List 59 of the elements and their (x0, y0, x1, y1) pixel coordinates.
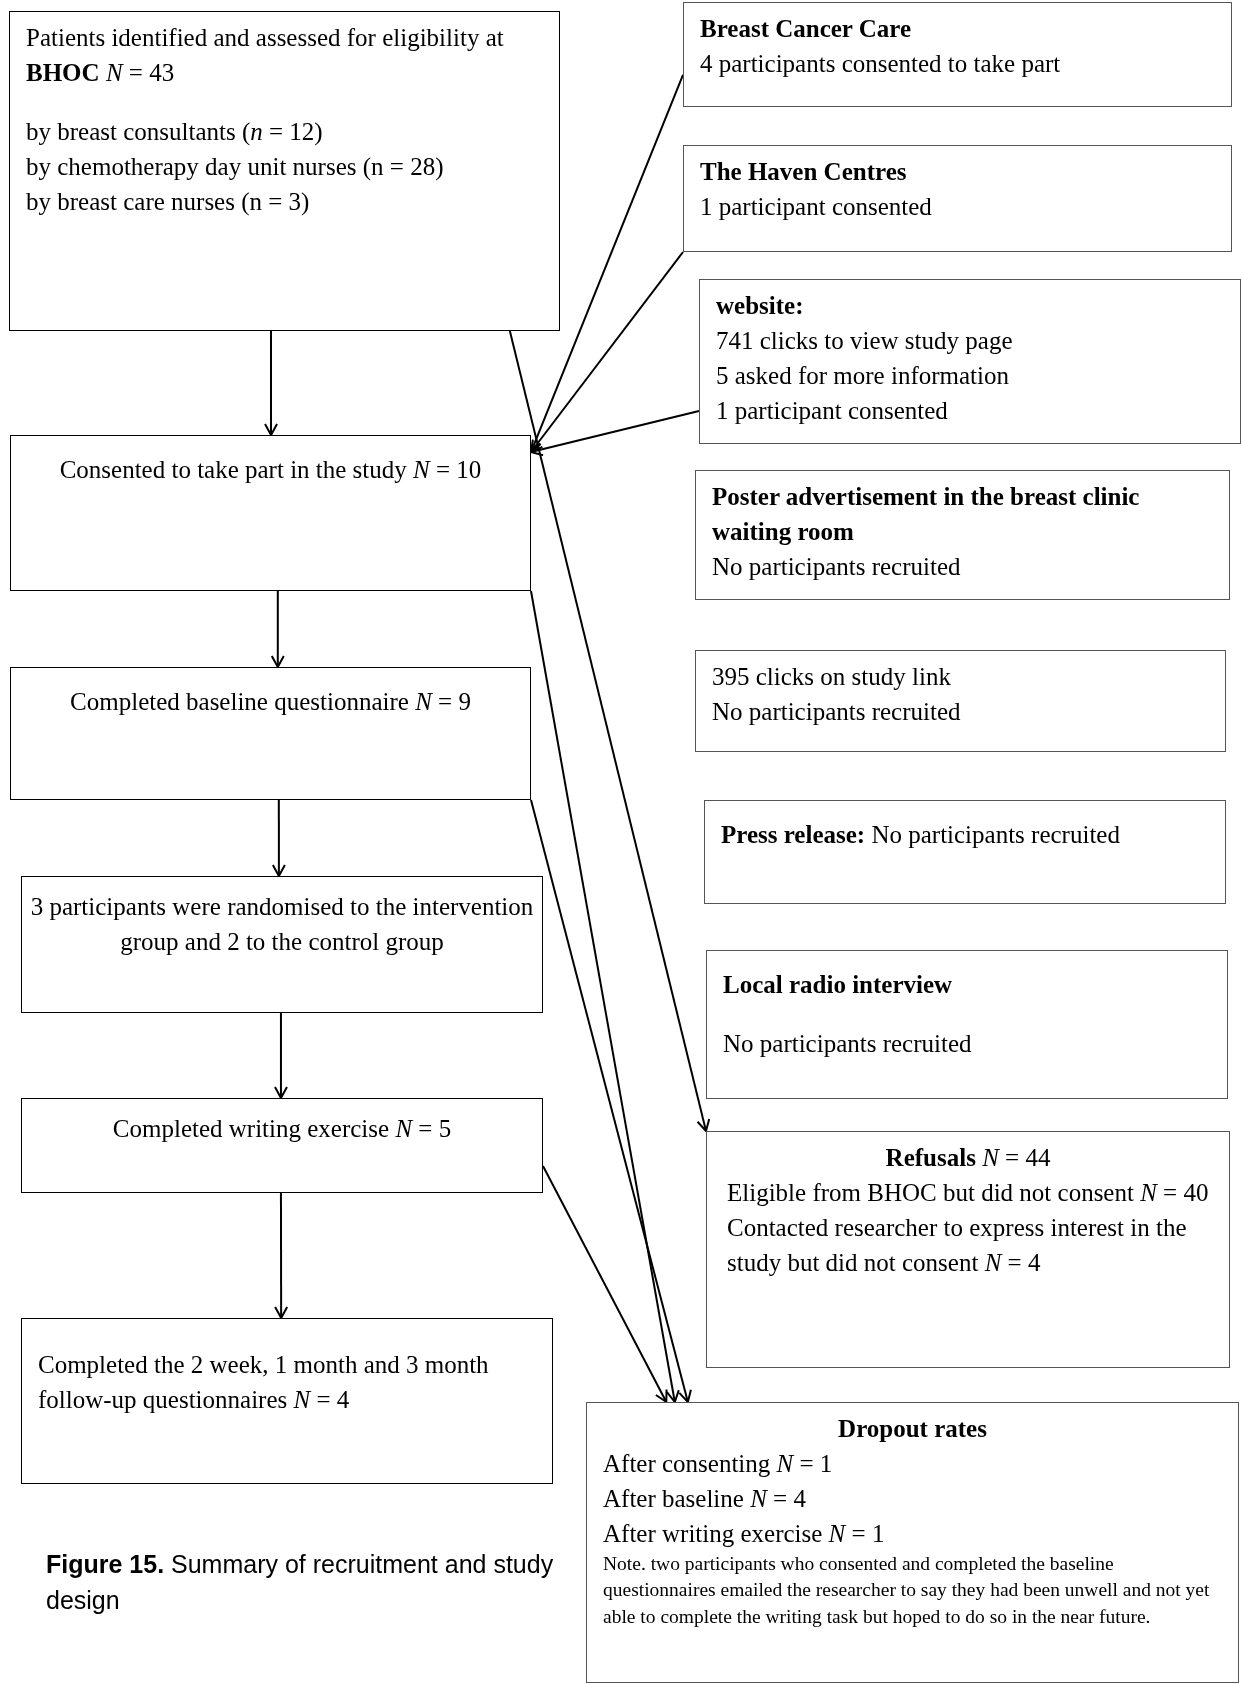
box-heading: Breast Cancer Care (700, 14, 913, 44)
source-box (683, 145, 1232, 252)
box-text: After baseline N = 4 (603, 1484, 807, 1514)
box-text: Completed baseline questionnaire N = 9 (69, 687, 472, 717)
box-heading: Local radio interview (723, 970, 954, 1000)
box-text: Note. two participants who consented and completed the baseline questionnaires emailed the researcher to say they had been unwell and not yet able to complete the writing task but hoped to do so in the near future. (603, 1552, 1211, 1629)
box-heading: 395 clicks on study link (712, 662, 952, 692)
source-box (706, 950, 1228, 1099)
arrow (508, 330, 711, 1132)
box-text: 4 participants consented to take part (700, 49, 1062, 79)
box-text: by breast care nurses (n = 3) (26, 187, 311, 218)
box-heading: Refusals N = 44 (884, 1143, 1052, 1173)
source-box (683, 2, 1232, 107)
process-box (21, 1318, 553, 1484)
arrow (542, 1165, 668, 1403)
arrow (264, 330, 278, 436)
box-text: No participants recruited (712, 552, 962, 582)
outcome-box (706, 1131, 1230, 1368)
process-box (21, 1098, 543, 1193)
arrow (530, 410, 700, 457)
box-text: Press release: No participants recruited (721, 820, 1121, 850)
box-text: 3 participants were randomised to the intervention group and 2 to the control group (30, 892, 534, 957)
box-text: After consenting N = 1 (603, 1449, 834, 1479)
box-text: After writing exercise N = 1 (603, 1519, 886, 1549)
box-text: 741 clicks to view study page (716, 326, 1014, 356)
source-box (695, 650, 1226, 752)
box-text: 5 asked for more information (716, 361, 1010, 391)
process-box (10, 667, 531, 800)
arrow (273, 1012, 288, 1099)
box-heading: website: (716, 291, 805, 321)
arrow (530, 590, 680, 1403)
box-text: Completed writing exercise N = 5 (111, 1114, 453, 1144)
box-text: No participants recruited (712, 697, 962, 727)
box-heading: The Haven Centres (700, 157, 908, 187)
process-box (10, 435, 531, 591)
box-text: by breast consultants (n = 12) (26, 117, 324, 148)
process-box (9, 11, 560, 331)
box-text: Consented to take part in the study N = 10 (58, 455, 483, 485)
box-text: 1 participant consented (716, 396, 949, 426)
box-heading: Patients identified and assessed for eligibility at BHOC N = 43 (26, 23, 505, 88)
outcome-box (586, 1402, 1239, 1683)
figure-caption: Figure 15. Summary of recruitment and study design (46, 1549, 555, 1617)
source-box (695, 470, 1230, 600)
source-box (699, 279, 1241, 444)
arrow (530, 251, 684, 453)
source-box (704, 800, 1226, 904)
process-box (21, 876, 543, 1013)
box-text: No participants recruited (723, 1029, 973, 1059)
box-text: 1 participant consented (700, 192, 933, 222)
arrow (270, 590, 285, 668)
box-text: Completed the 2 week, 1 month and 3 month follow-up questionnaires N = 4 (38, 1350, 490, 1415)
box-heading: Dropout rates (837, 1414, 988, 1444)
arrow (274, 1192, 289, 1319)
arrow (530, 799, 692, 1403)
box-text: Eligible from BHOC but did not consent N = 40 (727, 1178, 1209, 1208)
box-text: Contacted researcher to express interest in the study but did not consent N = 4 (727, 1213, 1188, 1278)
box-heading: Poster advertisement in the breast clinic waiting room (712, 482, 1141, 547)
box-text: by chemotherapy day unit nurses (n = 28) (26, 152, 445, 183)
arrow (271, 799, 286, 877)
